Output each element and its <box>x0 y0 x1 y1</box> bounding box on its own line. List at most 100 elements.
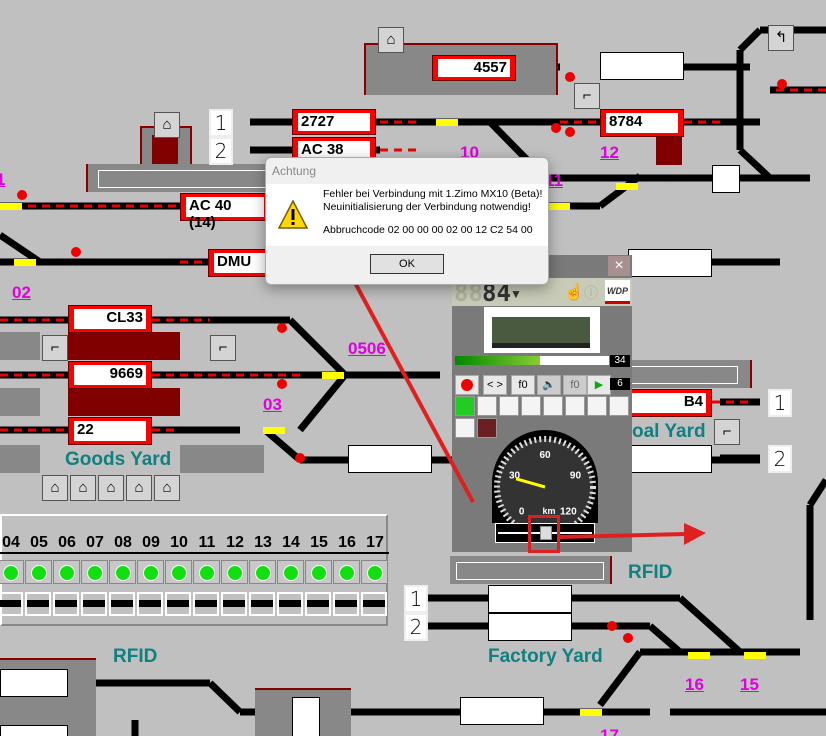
signal-icon[interactable] <box>607 621 617 631</box>
block-number[interactable]: 02 <box>12 283 31 302</box>
block-number[interactable]: 12 <box>600 143 619 162</box>
counter-label[interactable]: 09 <box>137 534 165 554</box>
empty-block[interactable] <box>0 725 68 736</box>
counter-label[interactable]: 08 <box>109 534 137 554</box>
counter-led[interactable] <box>81 560 108 584</box>
block-number[interactable]: 15 <box>740 675 759 694</box>
turnout-indicator[interactable] <box>14 259 36 266</box>
counter-led[interactable] <box>25 560 52 584</box>
door-icon[interactable] <box>477 418 497 438</box>
play-button[interactable]: ▶ <box>587 375 611 395</box>
counter-led[interactable] <box>165 560 192 584</box>
signal-flag-icon[interactable]: ⌐ <box>42 335 68 361</box>
loco-22[interactable]: 22 <box>68 417 152 445</box>
signal-flag-icon[interactable]: ⌐ <box>210 335 236 361</box>
empty-block[interactable] <box>600 52 684 80</box>
loco-2727[interactable]: 2727 <box>292 109 376 135</box>
house-icon[interactable]: ⌂ <box>154 112 180 138</box>
loco-b4[interactable]: B4 <box>626 389 712 417</box>
track-select-2[interactable]: 2 <box>404 613 428 641</box>
direction-button[interactable]: < > <box>483 375 507 395</box>
counter-label[interactable]: 05 <box>25 534 53 554</box>
signal-icon[interactable] <box>551 123 561 133</box>
counter-label[interactable]: 13 <box>249 534 277 554</box>
signal-icon[interactable] <box>295 453 305 463</box>
close-button[interactable]: × <box>608 256 630 276</box>
signal-icon[interactable] <box>277 323 287 333</box>
counter-label[interactable]: 17 <box>361 534 389 554</box>
empty-block[interactable] <box>460 697 544 725</box>
block-number[interactable]: 03 <box>263 395 282 414</box>
loco-cl33[interactable]: CL33 <box>68 305 152 333</box>
loco-8784[interactable]: 8784 <box>600 109 684 137</box>
f0-button-2[interactable]: f0 <box>563 375 587 395</box>
track-select-2[interactable]: 2 <box>209 137 233 165</box>
house-icon[interactable]: ⌂ <box>378 27 404 53</box>
empty-block[interactable] <box>292 697 320 736</box>
signal-icon[interactable] <box>565 127 575 137</box>
counter-led[interactable] <box>305 560 332 584</box>
block-number[interactable]: 0506 <box>348 339 386 358</box>
turnout-indicator[interactable] <box>580 709 602 716</box>
loco-ac40[interactable]: AC 40 (14) <box>180 193 270 231</box>
in-icon[interactable] <box>543 396 563 416</box>
track-select-1[interactable]: 1 <box>209 109 233 137</box>
signal-icon[interactable] <box>477 396 497 416</box>
counter-led[interactable] <box>137 560 164 584</box>
counter-led[interactable] <box>221 560 248 584</box>
counter-label[interactable]: 15 <box>305 534 333 554</box>
empty-block[interactable] <box>488 613 572 641</box>
empty-block[interactable] <box>628 445 712 473</box>
house-icon[interactable]: ⌂ <box>70 475 96 501</box>
signal-icon[interactable] <box>565 72 575 82</box>
house-icon[interactable]: ⌂ <box>154 475 180 501</box>
track-select-1[interactable]: 1 <box>404 585 428 613</box>
counter-label[interactable]: 11 <box>193 534 221 554</box>
track-select-1[interactable]: 1 <box>768 389 792 417</box>
turnout-indicator[interactable] <box>744 652 766 659</box>
counter-led[interactable] <box>53 560 80 584</box>
shunting-icon[interactable] <box>521 396 541 416</box>
turnout-indicator[interactable] <box>616 183 638 190</box>
empty-block[interactable] <box>488 585 572 613</box>
signal-flag-icon[interactable]: ⌐ <box>714 419 740 445</box>
f0-button[interactable]: f0 <box>511 375 535 395</box>
empty-block[interactable] <box>0 669 68 697</box>
counter-led[interactable] <box>0 560 24 584</box>
signal-flag-icon[interactable]: ⌐ <box>574 83 600 109</box>
counter-label[interactable]: 16 <box>333 534 361 554</box>
loco-4557[interactable]: 4557 <box>432 55 516 81</box>
signal-icon[interactable] <box>623 633 633 643</box>
ok-button[interactable]: OK <box>370 254 444 274</box>
turnout-indicator[interactable] <box>263 427 285 434</box>
house-icon[interactable]: ⌂ <box>98 475 124 501</box>
signal-icon[interactable] <box>277 379 287 389</box>
block-number[interactable]: 1 <box>0 170 6 189</box>
dropdown-arrow-icon[interactable]: ▼ <box>510 287 522 301</box>
loco-9669[interactable]: 9669 <box>68 361 152 389</box>
info-icon[interactable]: ⓘ <box>584 285 598 301</box>
counter-label[interactable]: 07 <box>81 534 109 554</box>
brake-icon[interactable] <box>609 396 629 416</box>
counter-led[interactable] <box>109 560 136 584</box>
block-number[interactable]: 11 <box>545 171 563 190</box>
signal-icon[interactable] <box>71 247 81 257</box>
house-icon[interactable]: ⌂ <box>42 475 68 501</box>
track-select-2[interactable]: 2 <box>768 445 792 473</box>
turn-left-icon[interactable]: ↰ <box>768 25 794 51</box>
turnout-indicator[interactable] <box>322 372 344 379</box>
counter-led[interactable] <box>333 560 360 584</box>
record-button[interactable] <box>455 375 479 395</box>
signal-icon[interactable] <box>777 79 787 89</box>
turnout-indicator[interactable] <box>0 203 22 210</box>
counter-led[interactable] <box>249 560 276 584</box>
crane-icon[interactable] <box>565 396 585 416</box>
hand-icon[interactable]: ☝ <box>564 284 584 301</box>
level-crossing-icon[interactable] <box>455 396 475 416</box>
counter-label[interactable]: 12 <box>221 534 249 554</box>
slider-thumb[interactable] <box>540 526 552 540</box>
counter-led[interactable] <box>277 560 304 584</box>
turnout-indicator[interactable] <box>688 652 710 659</box>
sound-button[interactable]: 🔈 <box>537 375 561 395</box>
zug-icon[interactable] <box>587 396 607 416</box>
